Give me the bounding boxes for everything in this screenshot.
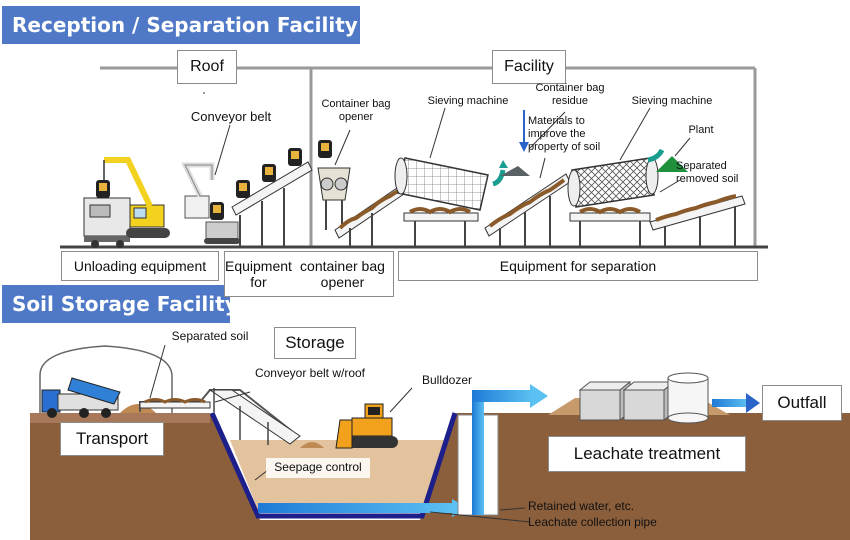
bulldozer [300, 403, 398, 449]
label-roof: Roof [177, 50, 237, 84]
label-leachate-treatment: Leachate treatment [548, 436, 746, 472]
plant-pile [656, 156, 688, 172]
label-container-bag-opener-l1: Container bag [321, 98, 391, 110]
sieving-machine-2 [567, 148, 665, 208]
label-plant: Plant [688, 124, 714, 136]
label-bulldozer: Bulldozer [421, 373, 473, 387]
conveyor-belt-top [231, 140, 332, 246]
blue-arrow-material [519, 110, 529, 152]
unloading-truck [83, 197, 131, 248]
retained-water-well [457, 410, 499, 516]
excavator-yellow [96, 157, 170, 238]
label-leachate-collection-pipe: Leachate collection pipe [528, 515, 657, 529]
label-retained-water: Retained water, etc. [528, 499, 635, 513]
dump-truck [41, 377, 121, 418]
horizontal-conveyor-2 [569, 207, 651, 246]
conveyor-with-roof [139, 388, 301, 445]
container-bag-opener [317, 167, 351, 230]
label-separated-removed-soil-l2: removed soil [676, 173, 739, 185]
label-sieving-machine-1: Sieving machine [427, 95, 509, 107]
label-materials-improve-l1: Materials to [528, 115, 585, 127]
label-storage: Storage [274, 327, 356, 359]
label-materials-improve-l3: property of soil [528, 141, 601, 153]
label-container-bag-opener-l2: opener [338, 111, 374, 123]
sieving-machine-1 [394, 157, 508, 211]
conveyor-belt-4 [649, 194, 746, 246]
residue-pile [500, 166, 530, 176]
label-separated-soil: Separated soil [171, 329, 249, 343]
leachate-treatment-plant [548, 372, 730, 424]
horizontal-conveyor-1 [403, 207, 479, 246]
conveyor-belt-2 [334, 185, 405, 246]
callout-lines-top [203, 92, 691, 193]
section-banner-reception: Reception / Separation Facility [2, 6, 360, 44]
label-conveyor-belt-roof: Conveyor belt w/roof [254, 366, 366, 380]
callout-lines-bottom [149, 344, 531, 523]
label-equipment-bag-opener-l2: container bag opener [300, 257, 385, 290]
excavator-white [181, 162, 240, 244]
label-equipment-separation: Equipment for separation [398, 251, 758, 281]
label-facility: Facility [492, 50, 566, 84]
outfall-arrow [712, 393, 760, 413]
label-materials-improve-l2: improve the [528, 128, 586, 140]
label-transport: Transport [60, 422, 164, 456]
label-outfall: Outfall [762, 385, 842, 421]
label-unloading-equipment: Unloading equipment [61, 251, 219, 281]
label-seepage-control: Seepage control [266, 458, 370, 478]
label-container-bag-residue-l1: Container bag [535, 82, 605, 94]
label-container-bag-residue-l2: residue [551, 95, 589, 107]
label-conveyor-belt: Conveyor belt [190, 109, 272, 124]
section-banner-soil-storage: Soil Storage Facility [2, 285, 238, 323]
label-sieving-machine-2: Sieving machine [631, 95, 713, 107]
conveyor-belt-3 [484, 173, 571, 246]
label-separated-removed-soil-l1: Separated [676, 160, 727, 172]
label-equipment-bag-opener-l1: Equipment for [225, 257, 292, 290]
